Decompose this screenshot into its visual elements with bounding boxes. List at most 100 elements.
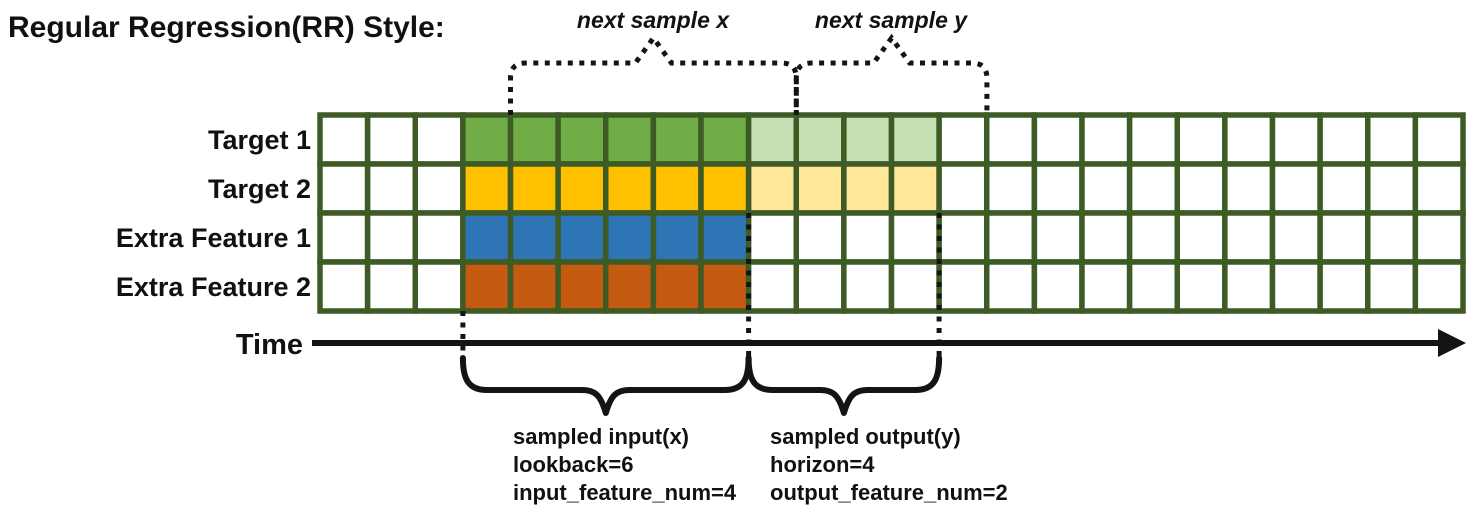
- grid-cell: [1126, 161, 1181, 216]
- grid-cell: [412, 259, 466, 314]
- grid-cell: [841, 112, 895, 167]
- grid-cell: [1031, 210, 1085, 265]
- grid-cell: [650, 161, 704, 216]
- grid-cell: [555, 210, 609, 265]
- grid-cell: [364, 210, 419, 265]
- grid-cell: [1126, 259, 1181, 314]
- grid-cell: [1317, 259, 1371, 314]
- grid-cell: [364, 259, 419, 314]
- grid-cell: [1174, 210, 1228, 265]
- grid-cell: [888, 259, 942, 314]
- grid-cell: [603, 210, 657, 265]
- page-title: Regular Regression(RR) Style:: [8, 11, 445, 44]
- grid-cell: [1079, 210, 1133, 265]
- grid-cell: [1174, 259, 1228, 314]
- grid-cell: [888, 112, 942, 167]
- grid-cell: [841, 259, 895, 314]
- grid-cell: [984, 210, 1038, 265]
- grid-cell: [555, 259, 609, 314]
- grid-cell: [650, 259, 704, 314]
- sample-grid: [317, 112, 1466, 314]
- grid-cell: [1412, 259, 1466, 314]
- grid-cell: [317, 161, 371, 216]
- grid-cell: [1222, 112, 1276, 167]
- grid-cell: [984, 112, 1038, 167]
- grid-cell: [745, 210, 800, 265]
- grid-cell: [698, 112, 752, 167]
- grid-cell: [1079, 112, 1133, 167]
- grid-cell: [555, 112, 609, 167]
- grid-cell: [650, 112, 704, 167]
- grid-cell: [460, 259, 514, 314]
- grid-cell: [1031, 259, 1085, 314]
- grid-cell: [936, 161, 990, 216]
- row-label-target-2: Target 2: [208, 174, 311, 204]
- grid-cell: [1174, 112, 1228, 167]
- grid-cell: [1126, 210, 1181, 265]
- grid-cell: [1031, 112, 1085, 167]
- grid-cell: [793, 259, 847, 314]
- grid-cell: [412, 112, 466, 167]
- grid-cell: [603, 161, 657, 216]
- grid-cell: [1126, 112, 1181, 167]
- grid-cell: [507, 259, 561, 314]
- time-axis-label: Time: [236, 329, 303, 361]
- grid-cell: [364, 112, 419, 167]
- grid-cell: [698, 259, 752, 314]
- grid-cell: [1412, 112, 1466, 167]
- grid-cell: [1174, 161, 1228, 216]
- grid-cell: [841, 210, 895, 265]
- grid-cell: [1222, 259, 1276, 314]
- next-sample-x-label: next sample x: [577, 7, 730, 33]
- grid-cell: [460, 112, 514, 167]
- sampled-input-annotation: sampled input(x) lookback=6 input_featur…: [513, 424, 737, 505]
- grid-cell: [1269, 210, 1323, 265]
- grid-cell: [1269, 161, 1323, 216]
- grid-cell: [1365, 210, 1419, 265]
- grid-cell: [1317, 210, 1371, 265]
- grid-cell: [1365, 161, 1419, 216]
- sampled-output-title: sampled output(y): [770, 424, 961, 449]
- grid-cell: [745, 112, 800, 167]
- next-sample-y-brace: [793, 33, 990, 115]
- grid-cell: [1031, 161, 1085, 216]
- grid-cell: [1269, 112, 1323, 167]
- grid-cell: [698, 161, 752, 216]
- sampled-output-brace: [745, 355, 943, 416]
- grid-cell: [507, 210, 561, 265]
- grid-cell: [793, 112, 847, 167]
- grid-cell: [603, 259, 657, 314]
- sampled-input-brace: [459, 355, 752, 416]
- grid-cell: [1412, 161, 1466, 216]
- grid-cell: [888, 161, 942, 216]
- grid-cell: [1079, 161, 1133, 216]
- grid-cell: [412, 161, 466, 216]
- next-sample-y-label: next sample y: [815, 7, 968, 33]
- grid-cell: [460, 161, 514, 216]
- grid-cell: [1317, 112, 1371, 167]
- grid-cell: [507, 112, 561, 167]
- grid-cell: [555, 161, 609, 216]
- row-label-extra-feature-1: Extra Feature 1: [116, 223, 311, 253]
- grid-cell: [1222, 210, 1276, 265]
- grid-cell: [1365, 259, 1419, 314]
- time-axis-arrowhead-icon: [1438, 329, 1466, 357]
- grid-cell: [1269, 259, 1323, 314]
- grid-cell: [793, 210, 847, 265]
- next-sample-x-brace: [508, 33, 799, 115]
- grid-cell: [1317, 161, 1371, 216]
- grid-cell: [936, 112, 990, 167]
- grid-cell: [1412, 210, 1466, 265]
- grid-cell: [793, 161, 847, 216]
- horizon-value: horizon=4: [770, 452, 875, 477]
- grid-cell: [1222, 161, 1276, 216]
- grid-cell: [984, 161, 1038, 216]
- lookback-value: lookback=6: [513, 452, 633, 477]
- grid-cell: [364, 161, 419, 216]
- grid-cell: [507, 161, 561, 216]
- row-label-extra-feature-2: Extra Feature 2: [116, 272, 311, 302]
- grid-cell: [888, 210, 942, 265]
- grid-cell: [603, 112, 657, 167]
- grid-cell: [412, 210, 466, 265]
